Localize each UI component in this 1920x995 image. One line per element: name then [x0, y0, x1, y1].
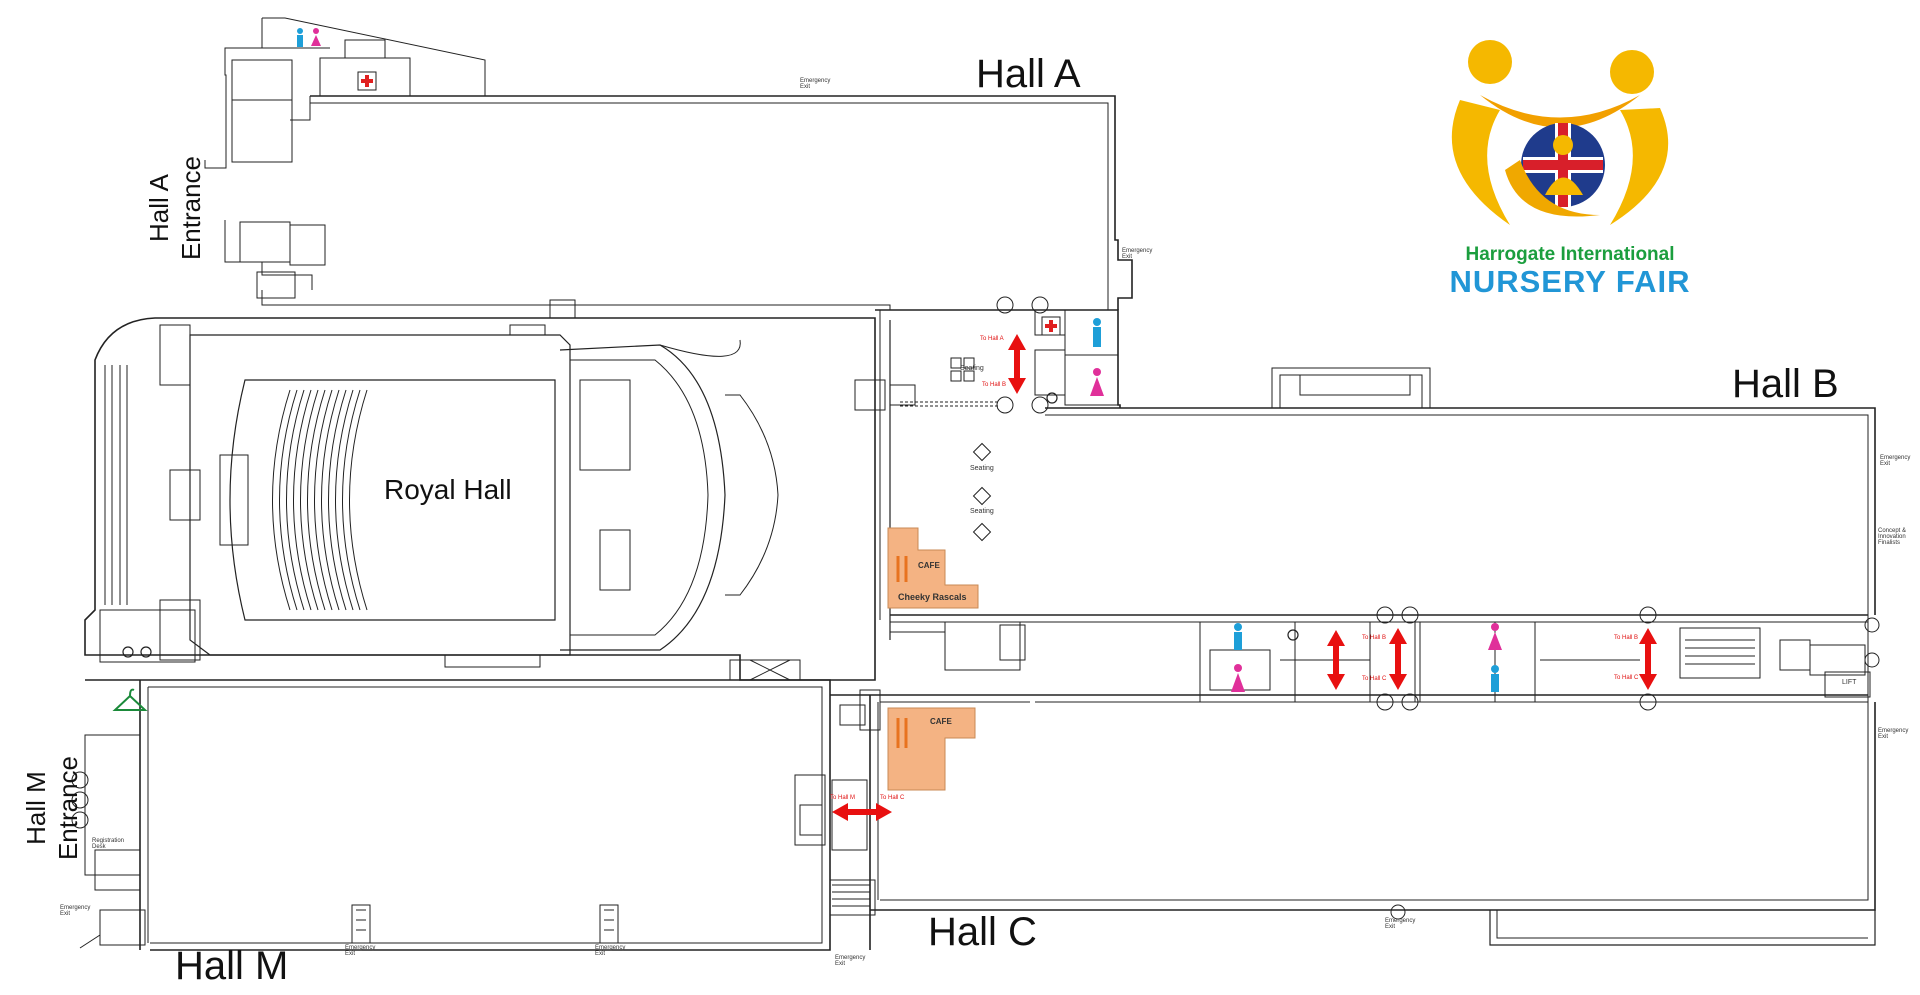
nursery-fair-logo: [1451, 40, 1669, 225]
accessible-icon: [122, 392, 1299, 658]
emergency-exit-label-m2: Emergency Exit: [595, 945, 626, 957]
hall-c-outline: [829, 689, 1876, 950]
hall-b-label: Hall B: [1732, 362, 1839, 406]
emergency-exit-label-m3: Emergency Exit: [60, 905, 91, 917]
male-toilet-icon: [297, 28, 1499, 692]
seating-label-1: Seating: [960, 365, 984, 372]
female-toilet-icon: [311, 28, 1502, 692]
emergency-exit-label-b: Emergency Exit: [1880, 455, 1911, 467]
cafe-area-2: [887, 707, 976, 791]
hanger-icon: [112, 688, 148, 711]
emergency-exit-label-a: Emergency Exit: [800, 78, 831, 90]
royal-hall-label: Royal Hall: [384, 474, 512, 505]
seating-clusters: [950, 357, 992, 542]
cafe-area-1: [887, 527, 979, 609]
to-hall-b-label-1: To Hall B: [982, 382, 1007, 388]
seating-label-2: Seating: [970, 465, 994, 472]
to-hall-m-label: To Hall M: [830, 795, 856, 801]
to-hall-b-label-3: To Hall B: [1614, 635, 1639, 641]
hall-a-label: Hall A: [976, 52, 1081, 96]
hall-c-label: Hall C: [928, 910, 1037, 954]
hall-a-entrance-line1: Hall A: [144, 174, 174, 242]
hall-m-outline: [79, 679, 831, 951]
emergency-exit-label-a2: Emergency Exit: [1122, 248, 1153, 260]
connecting-corridor: [890, 615, 1871, 703]
emergency-exit-label-mc: Emergency Exit: [835, 955, 866, 967]
emergency-exit-label-c2: Emergency Exit: [1385, 918, 1416, 930]
hall-a-entrance-line2: Entrance: [176, 155, 206, 261]
to-hall-c-label-2: To Hall C: [1614, 675, 1639, 681]
hall-m-entrance-line2: Entrance: [53, 755, 83, 861]
door-swings: [71, 296, 1880, 920]
first-aid-icon: [357, 71, 1061, 336]
cutlery-icon: [896, 556, 908, 748]
hall-a-outline: [290, 95, 1133, 310]
logo-text-line1: Harrogate International: [1465, 244, 1675, 265]
hall-m-label: Hall M: [175, 944, 289, 988]
concept-finalists-label: Concept & Innovation Finalists: [1878, 528, 1907, 546]
cafe-name-cheeky-rascals: Cheeky Rascals: [898, 592, 967, 602]
logo-text-line2: NURSERY FAIR: [1449, 264, 1691, 299]
emergency-exit-label-c: Emergency Exit: [1878, 728, 1909, 740]
cafe-label-1: CAFE: [918, 561, 940, 570]
to-hall-c-label-3: To Hall C: [880, 795, 905, 801]
registration-desk-label: Registration Desk: [92, 838, 125, 850]
hall-a-entrance-block: [204, 17, 891, 310]
hall-m-entrance-line1: Hall M: [21, 771, 51, 845]
to-hall-b-label-2: To Hall B: [1362, 635, 1387, 641]
hall-m-entrance-label: Hall M Entrance: [20, 748, 84, 868]
royal-hall-outline: [84, 299, 876, 681]
hall-b-outline: [890, 367, 1876, 623]
to-hall-a-label: To Hall A: [980, 336, 1004, 342]
lift-label: LIFT: [1842, 679, 1857, 686]
double-arrow-icon: [832, 334, 1657, 821]
to-hall-c-label-1: To Hall C: [1362, 676, 1387, 682]
hall-a-entrance-label: Hall A Entrance: [143, 148, 207, 268]
cafe-label-2: CAFE: [930, 717, 952, 726]
seating-label-3: Seating: [970, 508, 994, 515]
emergency-exit-label-m1: Emergency Exit: [345, 945, 376, 957]
